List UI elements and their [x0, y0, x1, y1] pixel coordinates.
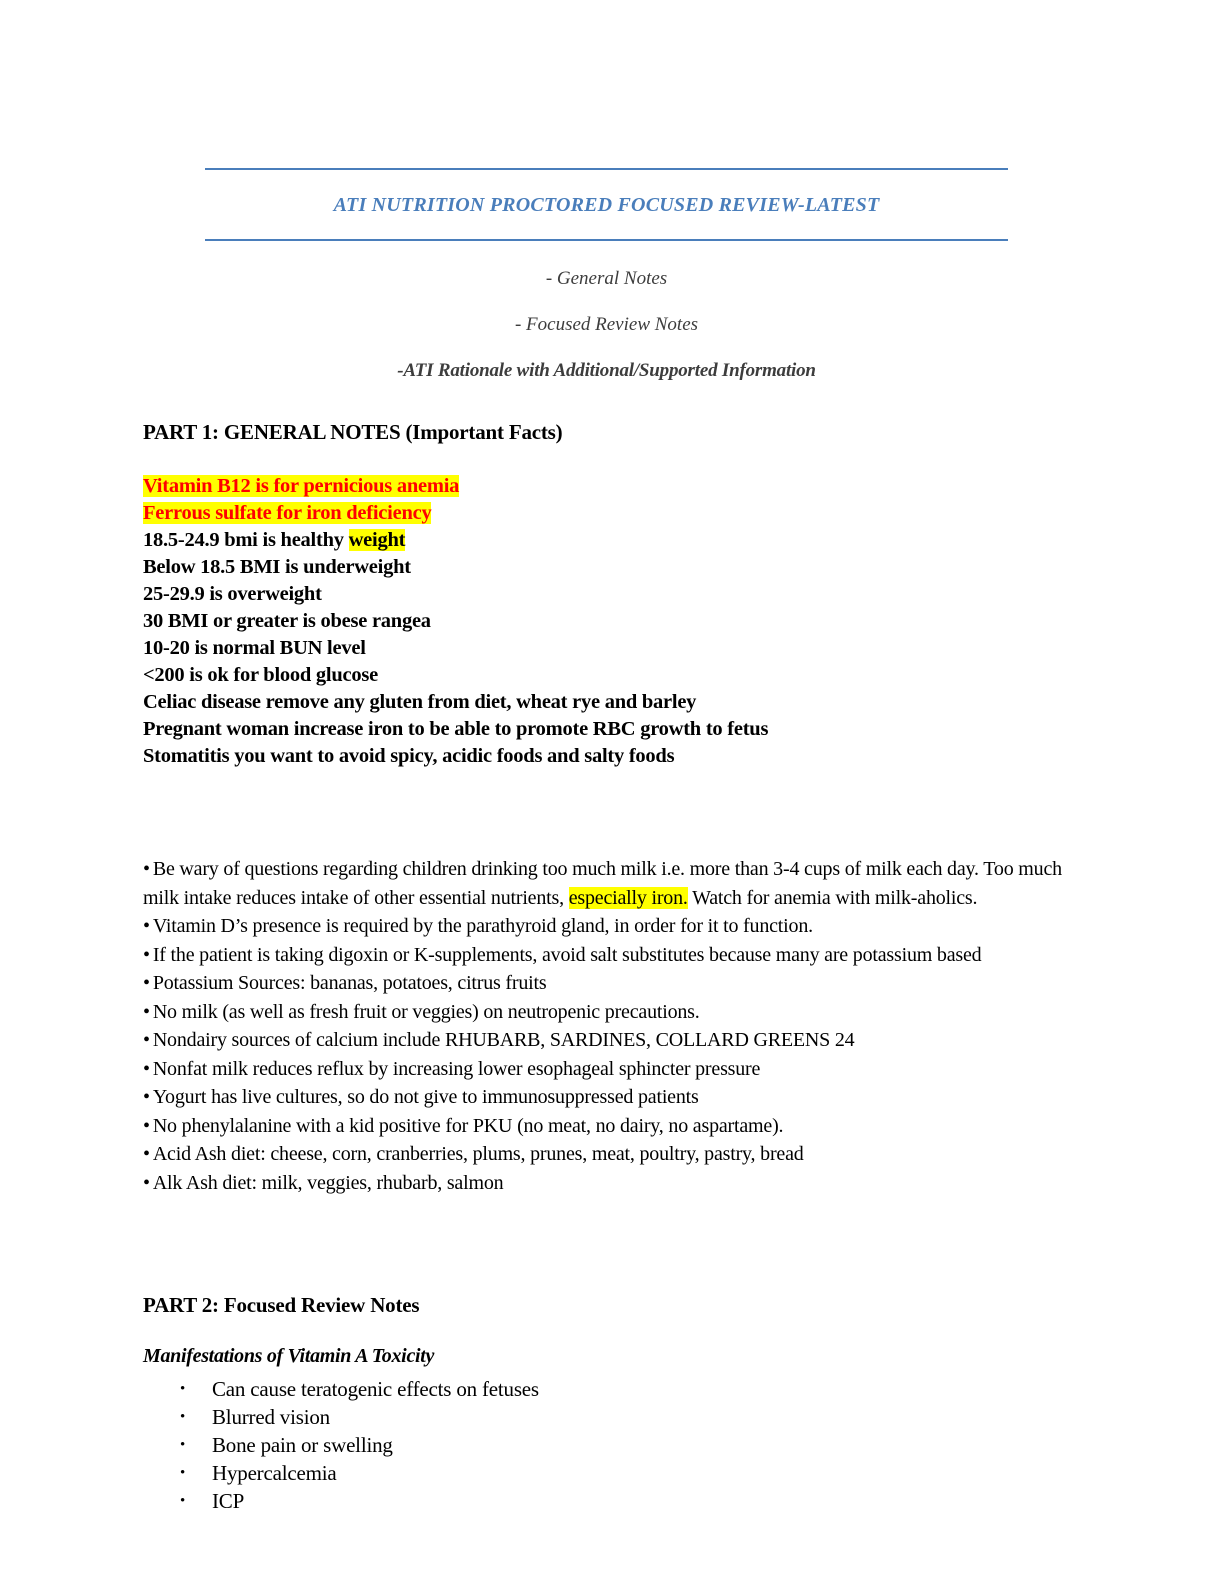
bullet-marker-icon: •: [143, 858, 150, 880]
bullet-marker-icon: •: [143, 1086, 150, 1108]
fact-text-highlighted: Ferrous sulfate for iron deficiency: [143, 502, 432, 524]
fact-line: Stomatitis you want to avoid spicy, acid…: [143, 743, 1043, 770]
bullet-text-highlighted: especially iron.: [568, 886, 688, 909]
bullet-item: •Nondairy sources of calcium include RHU…: [143, 1026, 1073, 1055]
bullet-marker-icon: •: [143, 915, 150, 937]
fact-text: 30 BMI or greater is obese rangea: [143, 610, 431, 632]
fact-line: Celiac disease remove any gluten from di…: [143, 689, 1043, 716]
subtitle-ati-rationale: -ATI Rationale with Additional/Supported…: [397, 360, 816, 381]
list-item: • Can cause teratogenic effects on fetuse…: [143, 1375, 843, 1403]
general-facts-list: Vitamin B12 is for pernicious anemia Fer…: [143, 473, 1043, 770]
fact-line: Below 18.5 BMI is underweight: [143, 554, 1043, 581]
bullet-text-tail: Watch for anemia with milk-aholics.: [687, 886, 978, 909]
fact-line: 10-20 is normal BUN level: [143, 635, 1043, 662]
vitamin-a-toxicity-list: • Can cause teratogenic effects on fetuse…: [143, 1375, 843, 1515]
part1-heading: PART 1: GENERAL NOTES (Important Facts): [143, 420, 563, 444]
header-rule-bottom: [205, 239, 1008, 241]
fact-line: <200 is ok for blood glucose: [143, 662, 1043, 689]
bullet-text: Yogurt has live cultures, so do not give…: [152, 1086, 699, 1108]
bullet-text: Nondairy sources of calcium include RHUB…: [152, 1029, 855, 1051]
list-item: • ICP: [143, 1487, 843, 1515]
bullet-item: •Yogurt has live cultures, so do not giv…: [143, 1083, 1073, 1112]
bullet-text: If the patient is taking digoxin or K-su…: [152, 943, 982, 966]
bullet-marker-icon: •: [180, 1409, 186, 1425]
bullet-marker-icon: •: [143, 1029, 150, 1051]
bullet-item: •Vitamin D’s presence is required by the…: [143, 912, 1073, 941]
fact-text: 18.5-24.9 bmi is healthy: [143, 529, 349, 551]
bullet-item: •Acid Ash diet: cheese, corn, cranberrie…: [143, 1140, 1073, 1169]
fact-text: Below 18.5 BMI is underweight: [143, 556, 411, 578]
bullet-text: No milk (as well as fresh fruit or veggi…: [152, 1000, 700, 1023]
bullet-marker-icon: •: [143, 1057, 150, 1080]
fact-text: Pregnant woman increase iron to be able …: [143, 718, 769, 740]
list-item: • Bone pain or swelling: [143, 1431, 843, 1459]
list-item-label: ICP: [212, 1489, 245, 1513]
bullet-text: Vitamin D’s presence is required by the …: [152, 915, 813, 937]
list-item-label: Hypercalcemia: [212, 1461, 337, 1485]
list-item-label: Can cause teratogenic effects on fetuses: [212, 1377, 539, 1401]
fact-text: Celiac disease remove any gluten from di…: [143, 691, 697, 713]
fact-line: Ferrous sulfate for iron deficiency: [143, 500, 1043, 527]
bullet-text: Be wary of questions regarding children …: [143, 858, 1062, 909]
bullet-marker-icon: •: [180, 1381, 186, 1397]
subtitle-general-notes: - General Notes: [545, 268, 668, 289]
fact-line: 25-29.9 is overweight: [143, 581, 1043, 608]
document-title: ATI NUTRITION PROCTORED FOCUSED REVIEW-L…: [333, 194, 880, 216]
fact-text-highlighted: Vitamin B12 is for pernicious anemia: [143, 475, 460, 497]
document-header: ATI NUTRITION PROCTORED FOCUSED REVIEW-L…: [205, 168, 1008, 241]
bullet-marker-icon: •: [143, 1114, 150, 1137]
bullet-text: Potassium Sources: bananas, potatoes, ci…: [152, 972, 547, 994]
bullet-item: •Be wary of questions regarding children…: [143, 855, 1073, 912]
fact-line: Pregnant woman increase iron to be able …: [143, 716, 1043, 743]
fact-line: Vitamin B12 is for pernicious anemia: [143, 473, 1043, 500]
fact-text: 25-29.9 is overweight: [143, 583, 322, 605]
fact-line: 18.5-24.9 bmi is healthy weight: [143, 527, 1043, 554]
subtitle-focused-review-notes: - Focused Review Notes: [514, 314, 699, 335]
bullet-text: Alk Ash diet: milk, veggies, rhubarb, sa…: [152, 1171, 504, 1194]
bullet-marker-icon: •: [180, 1437, 186, 1453]
fact-line: 30 BMI or greater is obese rangea: [143, 608, 1043, 635]
list-item-label: Blurred vision: [212, 1405, 330, 1429]
bullet-marker-icon: •: [143, 1143, 150, 1165]
general-bullets-list: •Be wary of questions regarding children…: [143, 855, 1073, 1197]
list-item-label: Bone pain or swelling: [212, 1433, 393, 1457]
bullet-marker-icon: •: [180, 1465, 186, 1481]
bullet-marker-icon: •: [143, 943, 150, 966]
bullet-item: •Nonfat milk reduces reflux by increasin…: [143, 1055, 1073, 1084]
fact-text-highlighted: weight: [348, 529, 406, 551]
header-rule-top: [205, 168, 1008, 170]
bullet-text: Nonfat milk reduces reflux by increasing…: [152, 1057, 761, 1080]
bullet-item: •No milk (as well as fresh fruit or vegg…: [143, 998, 1073, 1027]
vitamin-a-toxicity-subheading: Manifestations of Vitamin A Toxicity: [143, 1345, 435, 1367]
bullet-marker-icon: •: [143, 972, 150, 994]
list-item: • Hypercalcemia: [143, 1459, 843, 1487]
bullet-marker-icon: •: [143, 1171, 150, 1194]
fact-text: <200 is ok for blood glucose: [143, 664, 378, 686]
subtitle-group: - General Notes - Focused Review Notes -…: [205, 268, 1008, 406]
bullet-text: No phenylalanine with a kid positive for…: [152, 1114, 784, 1137]
fact-text: 10-20 is normal BUN level: [143, 637, 366, 659]
bullet-item: •No phenylalanine with a kid positive fo…: [143, 1112, 1073, 1141]
bullet-marker-icon: •: [143, 1000, 150, 1023]
bullet-item: •Alk Ash diet: milk, veggies, rhubarb, s…: [143, 1169, 1073, 1198]
bullet-marker-icon: •: [180, 1493, 186, 1509]
bullet-item: •Potassium Sources: bananas, potatoes, c…: [143, 969, 1073, 998]
fact-text: Stomatitis you want to avoid spicy, acid…: [143, 745, 675, 767]
bullet-text: Acid Ash diet: cheese, corn, cranberries…: [152, 1143, 804, 1165]
list-item: • Blurred vision: [143, 1403, 843, 1431]
part2-heading: PART 2: Focused Review Notes: [143, 1293, 420, 1317]
bullet-item: •If the patient is taking digoxin or K-s…: [143, 941, 1073, 970]
